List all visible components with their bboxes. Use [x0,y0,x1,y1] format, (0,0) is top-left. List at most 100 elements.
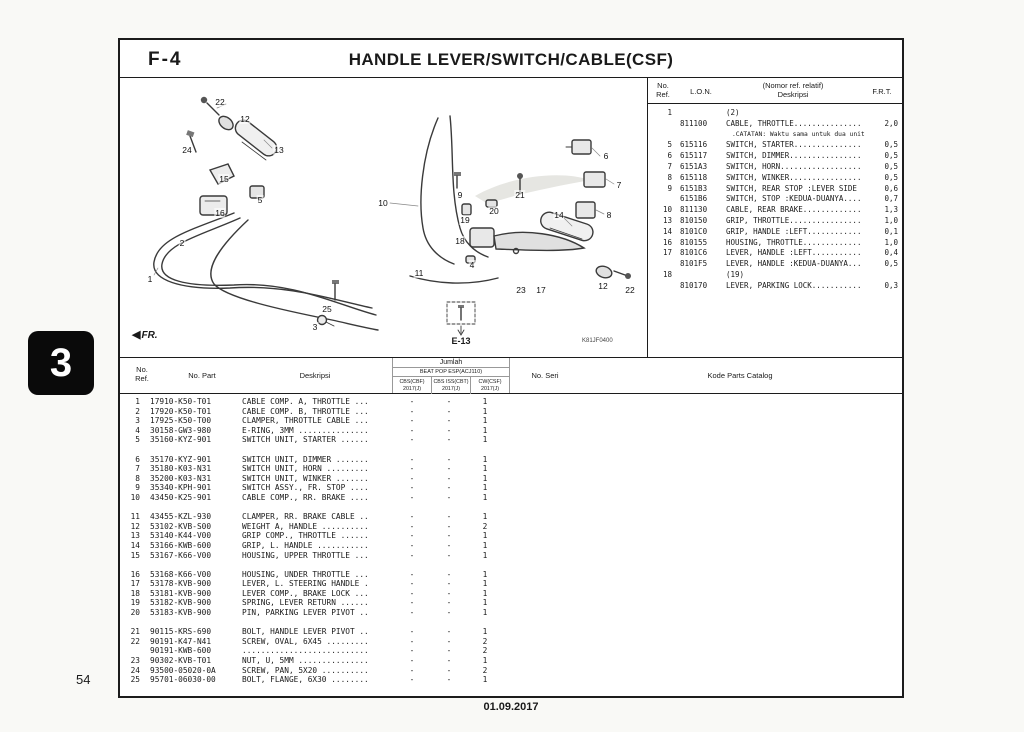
description-cell: SWITCH UNIT, HORN ......... [242,464,369,474]
description-cell: ........................... [242,646,369,656]
group-gap [120,445,902,455]
ref-no-cell: 11 [130,512,140,522]
qty-cell: - [446,569,452,579]
diagram-callout-22: 22 [624,285,636,295]
ref-no-cell: 13 [130,531,140,541]
ref-no-cell: 18 [130,588,140,598]
part-number-cell: 90191-K47-N41 [150,636,212,646]
qty-cell: 1 [482,550,488,560]
qty-cell: - [409,406,415,416]
variant-name: CBS(CBF) [399,379,425,385]
qty-cell: - [409,521,415,531]
qty-cell: 1 [482,656,488,666]
description-cell: NUT, U, 5MM ............... [242,656,369,666]
qty-cell: - [409,665,415,675]
diagram-callout-16: 16 [214,208,226,218]
part-number-cell: 53182-KVB-900 [150,598,212,608]
frt-cell: 0,5 [884,151,898,161]
ref-no-cell: 8 [667,172,672,182]
diagram-callout-11: 11 [413,268,425,278]
part-number-cell: 35340-KPH-901 [150,483,212,493]
description-cell: PIN, PARKING LEVER PIVOT .. [242,608,369,618]
qty-cell: - [409,483,415,493]
qty-cell: - [446,416,452,426]
frt-cell: 0,1 [884,226,898,236]
part-number-cell: 35180-K03-N31 [150,464,212,474]
section-tab-number: 3 [49,340,73,385]
ref-no-cell: 2 [135,406,140,416]
lon-cell: 810150 [680,215,708,225]
ref-no-cell: 16 [662,237,672,247]
description-cell: SWITCH UNIT, DIMMER ....... [242,454,369,464]
diagram-callout-4: 4 [468,260,476,270]
ref-no-cell: 6 [135,454,140,464]
qty-cell: - [409,598,415,608]
description-cell: CABLE COMP. A, THROTTLE ... [242,397,369,406]
qty-cell: - [409,492,415,502]
qty-cell: - [446,579,452,589]
diagram-callout-23: 23 [515,285,527,295]
frt-cell: 0,3 [884,280,898,290]
variant-name: CBS ISS(CBT) [433,379,469,385]
parts-header-deskripsi: Deskripsi [299,371,331,380]
qty-cell: 1 [482,540,488,550]
qty-cell: - [446,540,452,550]
description-cell: CABLE COMP. B, THROTTLE ... [242,406,369,416]
part-number-cell: 35200-K03-N31 [150,473,212,483]
parts-table-row: 90191-KWB-600...........................… [120,646,902,656]
front-direction-text: FR. [141,330,158,341]
qty-cell: - [446,675,452,685]
qty-cell: - [446,397,452,406]
ref-no-cell: 17 [130,579,140,589]
description-cell: HOUSING, THROTTLE............. [726,237,862,247]
ref-header-frt: F.R.T. [872,87,892,96]
diagram-callout-8: 8 [605,210,613,220]
ref-no-cell: 9 [667,183,672,193]
description-cell: SWITCH, STOP :KEDUA-DUANYA.... [726,194,862,204]
lon-cell: 810155 [680,237,708,247]
description-cell: SWITCH ASSY., FR. STOP .... [242,483,369,493]
qty-cell: 1 [482,531,488,541]
description-cell: SPRING, LEVER RETURN ...... [242,598,369,608]
ref-no-cell: 24 [130,665,140,675]
ref-no-cell: 6 [667,151,672,161]
parts-header-part: No. Part [188,371,216,380]
description-cell: WEIGHT A, HANDLE .......... [242,521,369,531]
part-number-cell: 30158-GW3-980 [150,425,212,435]
footer-date: 01.09.2017 [483,701,539,713]
part-number-cell: 53166-KWB-600 [150,540,212,550]
qty-cell: - [409,588,415,598]
qty-cell: 2 [482,665,488,675]
diagram-callout-15: 15 [218,174,230,184]
qty-cell: - [446,492,452,502]
description-cell: LEVER, PARKING LOCK........... [726,280,862,290]
ref-table-row: 1(2) [648,108,902,119]
variant-name: CW(CSF) [478,379,502,385]
frt-cell: 0,5 [884,172,898,182]
part-number-cell: 53183-KVB-900 [150,608,212,618]
diagram-callout-22: 22 [214,97,226,107]
lon-cell: 615117 [680,151,708,161]
qty-cell: 1 [482,598,488,608]
qty-cell: 1 [482,579,488,589]
qty-cell: 1 [482,473,488,483]
description-cell: GRIP, HANDLE :LEFT............ [726,226,862,236]
qty-cell: - [446,512,452,522]
qty-cell: - [409,397,415,406]
